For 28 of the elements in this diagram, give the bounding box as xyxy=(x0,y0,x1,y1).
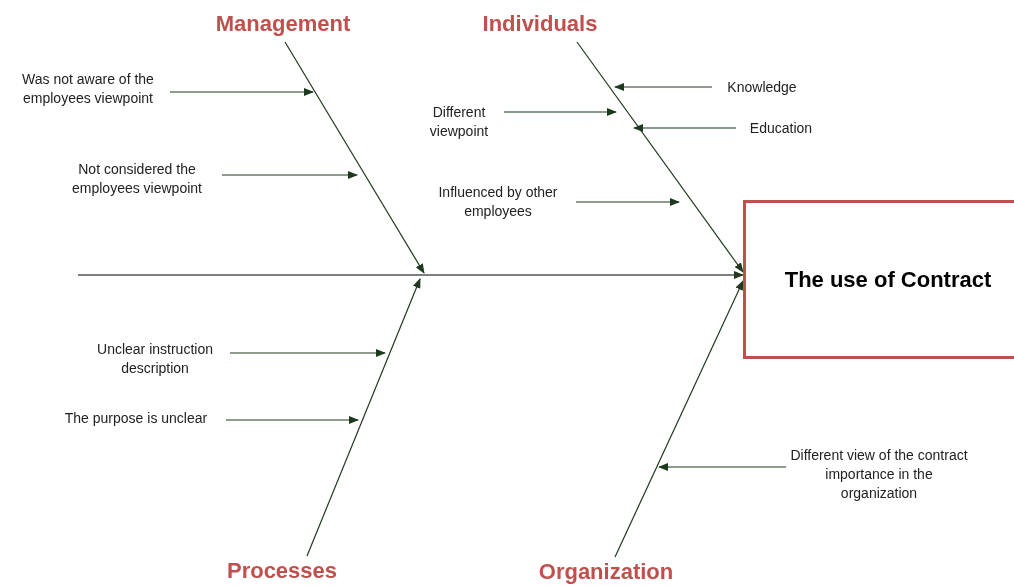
arrow xyxy=(229,349,386,357)
bone-arrow xyxy=(284,41,425,274)
arrow xyxy=(658,463,787,471)
arrow xyxy=(633,124,737,132)
cause-label: Different viewpoint xyxy=(414,101,504,143)
arrow xyxy=(225,416,359,424)
cause-label: Influenced by other employees xyxy=(420,181,576,223)
category-heading: Individuals xyxy=(460,6,620,42)
arrow xyxy=(169,88,314,96)
bone-arrow xyxy=(614,280,744,558)
cause-label: Education xyxy=(736,118,826,138)
effect-box: The use of Contract xyxy=(743,200,1014,359)
arrow xyxy=(503,108,617,116)
spine-arrow xyxy=(77,271,744,279)
category-heading: Processes xyxy=(202,556,362,586)
arrow xyxy=(614,83,713,91)
cause-label: Was not aware of the employees viewpoint xyxy=(6,68,170,110)
cause-label: Different view of the contract importance in the organization xyxy=(786,444,972,504)
bone-arrow xyxy=(306,278,421,557)
cause-label: Unclear instruction description xyxy=(80,338,230,380)
category-heading: Organization xyxy=(521,557,691,586)
cause-label: Knowledge xyxy=(712,77,812,97)
cause-label: The purpose is unclear xyxy=(46,406,226,430)
arrow xyxy=(575,198,680,206)
category-heading: Management xyxy=(203,6,363,42)
bone-arrow xyxy=(576,41,744,273)
arrow xyxy=(221,171,358,179)
cause-label: Not considered the employees viewpoint xyxy=(52,158,222,200)
